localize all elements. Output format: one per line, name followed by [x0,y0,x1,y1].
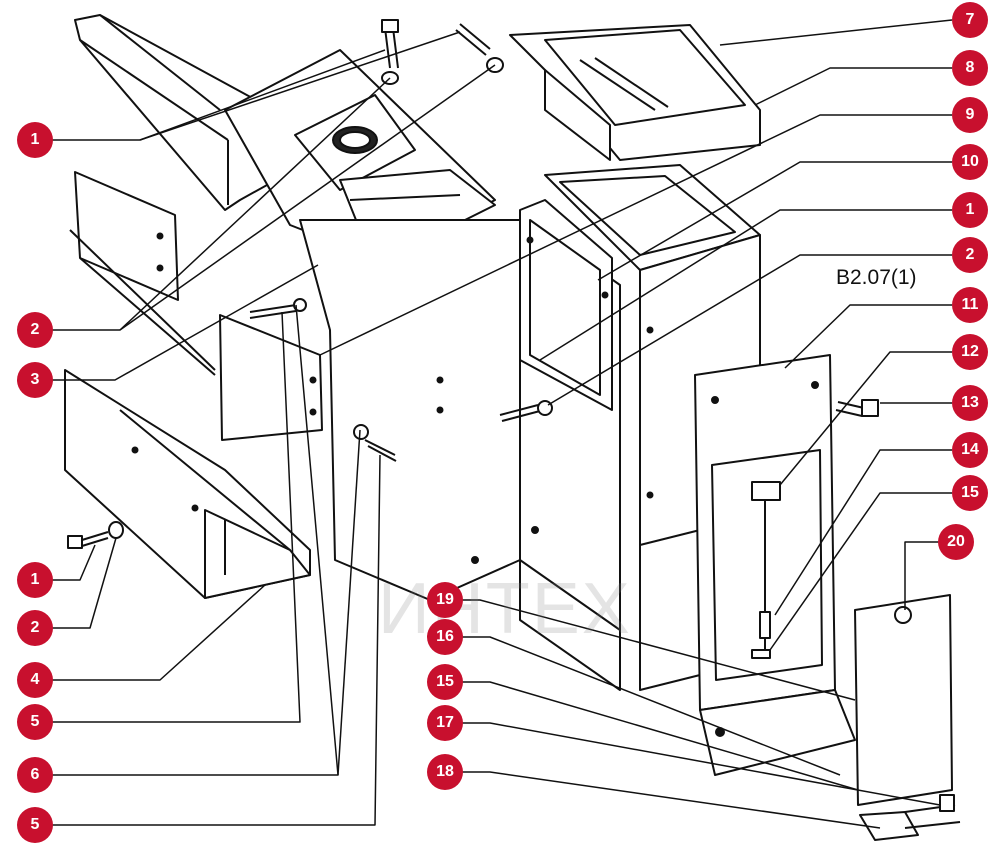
callout-9: 9 [952,97,988,133]
watermark-text: ИНТЕХ [378,569,632,649]
hopper [509,24,761,161]
callout-5: 5 [17,704,53,740]
callout-20: 20 [938,524,974,560]
callout-3: 3 [17,362,53,398]
left-side-panel [69,171,216,376]
tray-bracket [64,369,311,599]
callout-1: 1 [17,562,53,598]
leader-lines [48,19,953,829]
cover-panel [854,594,953,806]
callout-8: 8 [952,50,988,86]
callout-16: 16 [427,619,463,655]
callout-2: 2 [17,312,53,348]
callout-10: 10 [952,144,988,180]
callout-11: 11 [952,287,988,323]
callout-2: 2 [952,237,988,273]
bolt-left [67,521,124,549]
callout-1: 1 [17,122,53,158]
callout-6: 6 [17,757,53,793]
callout-15: 15 [427,664,463,700]
callout-19: 19 [427,582,463,618]
callout-7: 7 [952,2,988,38]
callout-2: 2 [17,610,53,646]
callout-18: 18 [427,754,463,790]
drawing-reference-label: B2.07(1) [836,266,917,289]
callout-13: 13 [952,385,988,421]
callout-12: 12 [952,334,988,370]
callout-4: 4 [17,662,53,698]
callout-5: 5 [17,807,53,843]
callout-14: 14 [952,432,988,468]
callout-1: 1 [952,192,988,228]
callout-17: 17 [427,705,463,741]
hinge [859,794,961,841]
latch-bolt [751,481,781,659]
callout-15: 15 [952,475,988,511]
bolt-right [835,399,879,417]
mounting-plate [219,298,323,441]
